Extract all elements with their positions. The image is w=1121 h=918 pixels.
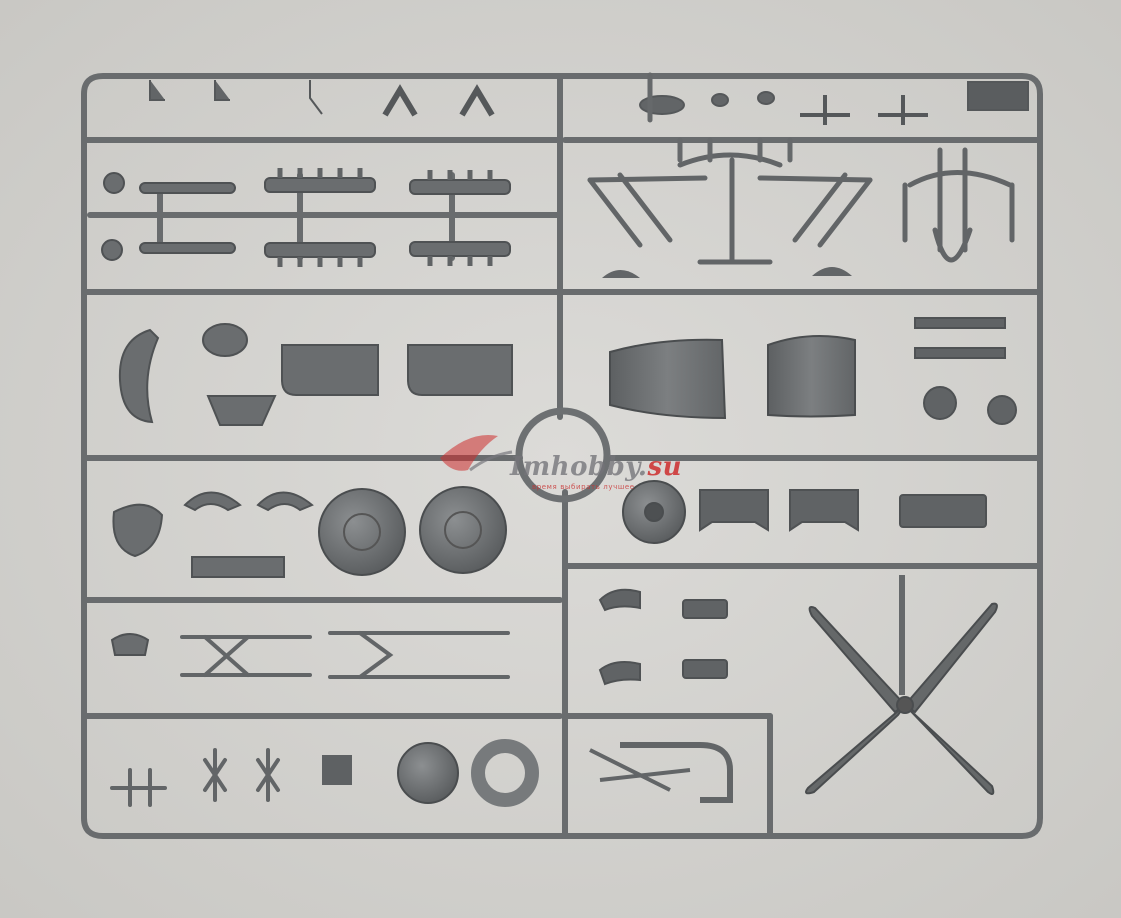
- wheel-icon: [397, 742, 459, 804]
- four-blade-propeller-icon: [805, 575, 998, 795]
- engine-cowlings: [609, 335, 856, 420]
- center-ring: [515, 407, 611, 503]
- cowling-icon: [767, 335, 856, 418]
- lower-right-parts: [589, 588, 733, 803]
- cowling-icon: [609, 338, 727, 420]
- watermark-slogan: время выбирать лучшее: [532, 483, 635, 491]
- seat-domes: [602, 267, 852, 278]
- exhaust-stacks: [101, 168, 511, 267]
- wheel-icon: [419, 486, 507, 574]
- right-middle-parts: [699, 317, 1017, 532]
- watermark-site-name: Imhobby.su: [510, 452, 682, 482]
- wheels: [318, 480, 686, 807]
- sprue-frame: [81, 73, 1043, 839]
- middle-left-parts: [112, 323, 513, 558]
- tire-ring-icon: [471, 739, 539, 807]
- watermark-site-tld: su: [647, 452, 682, 482]
- landing-gear-struts: [587, 72, 1015, 265]
- lower-left-parts: [110, 556, 510, 807]
- stylized-airplane-logo-icon: [440, 434, 513, 472]
- wheel-icon: [318, 488, 406, 576]
